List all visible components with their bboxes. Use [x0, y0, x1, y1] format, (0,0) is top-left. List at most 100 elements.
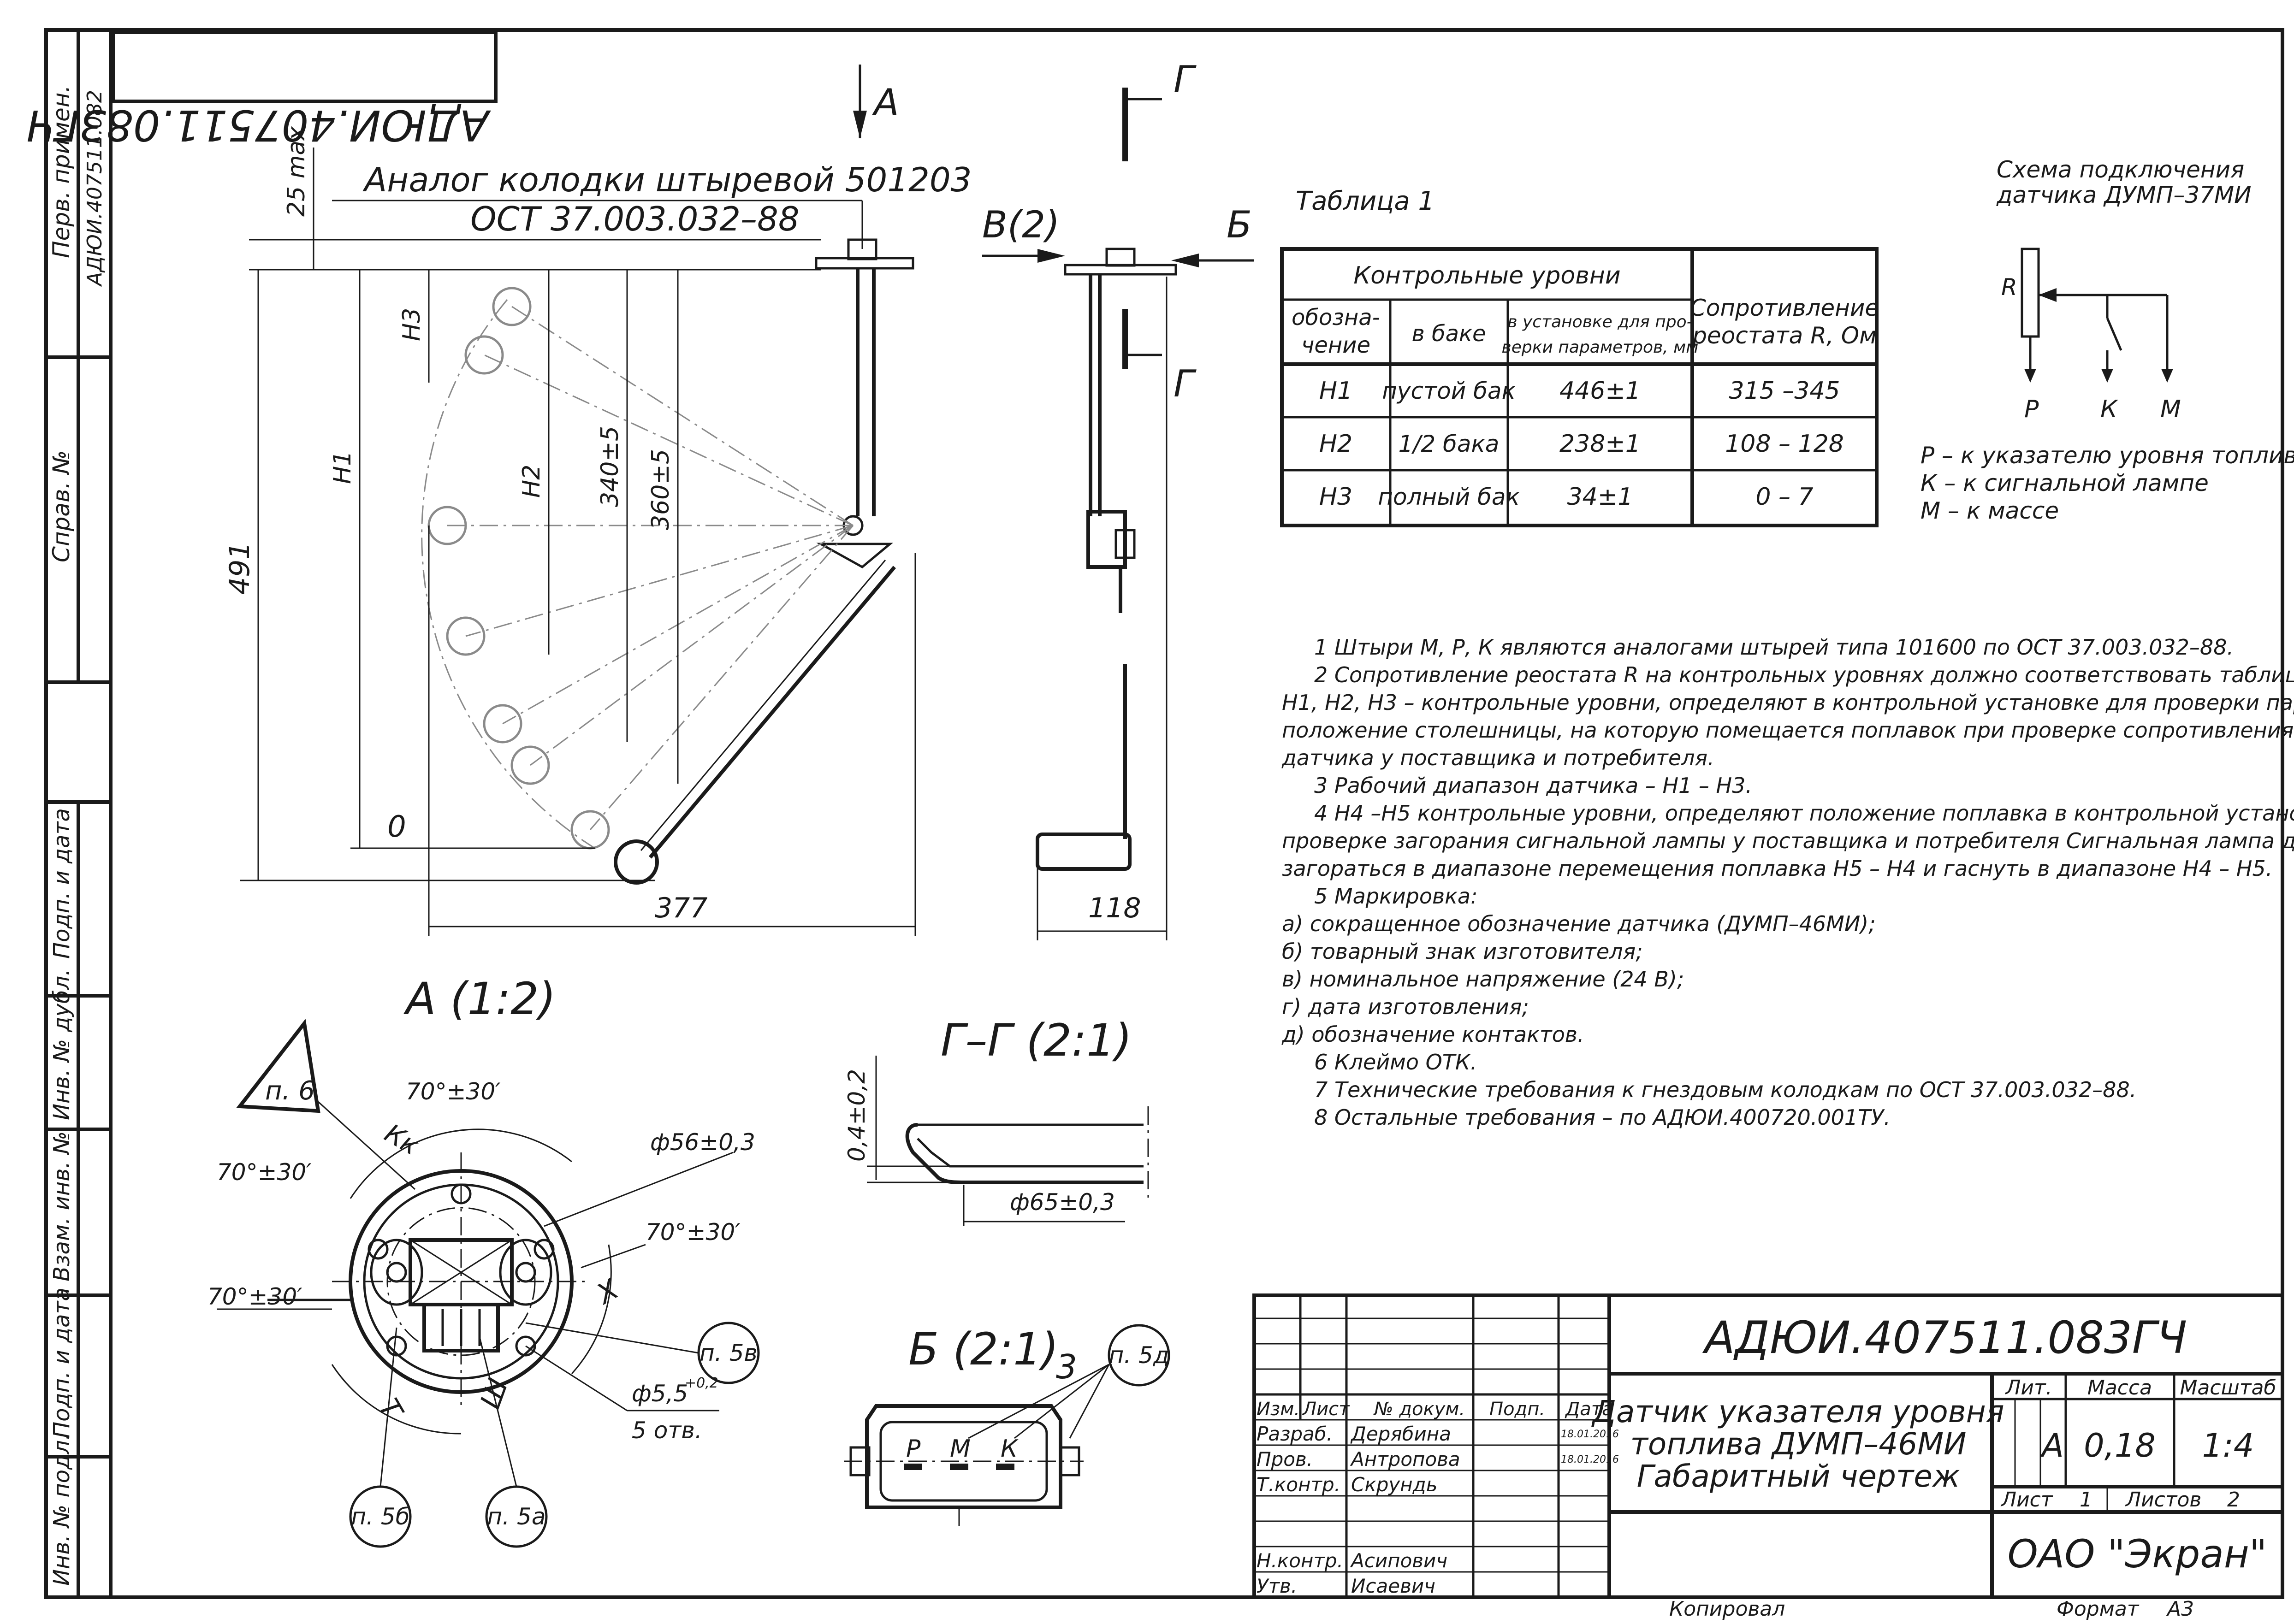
dim-377: 377: [655, 892, 708, 924]
view-b-pin-m: М: [950, 1435, 971, 1463]
note-line: 5 Маркировка:: [1314, 884, 1478, 909]
section-g-top: Г: [1174, 58, 1197, 101]
dim-340: 340±5: [596, 426, 624, 507]
note-line: 3 Рабочий диапазон датчика – Н1 – Н3.: [1314, 773, 1752, 798]
col-izm: Изм.: [1257, 1399, 1300, 1420]
mass-label: Масса: [2087, 1376, 2152, 1400]
triangle-mark: [236, 1019, 320, 1113]
scale-label: Масштаб: [2180, 1376, 2276, 1400]
connector-note-line2: ОСТ 37.003.032–88: [470, 200, 800, 238]
perv-primen-label: Перв. примен.: [48, 85, 75, 258]
note-line: проверке загорания сигнальной лампы у по…: [1282, 828, 2294, 853]
side-view: Г Г В(2) Б 118: [982, 58, 1254, 940]
view-b-callout-3: 3: [1056, 1347, 1077, 1386]
mirrored-code-box: АДЮИ.407511.083ГЧ: [26, 30, 498, 150]
sheets-label: Листов: [2125, 1488, 2201, 1512]
table-col-designation-1: обозна-: [1292, 305, 1380, 331]
note-line: д) обозначение контактов.: [1281, 1022, 1584, 1047]
mark-kk: Кк: [379, 1118, 424, 1161]
razrab-date: 18.01.2016: [1561, 1429, 1619, 1440]
callout-5v: п. 5в: [699, 1340, 758, 1366]
connection-schematic: Схема подключения датчика ДУМП–37МИ R Р …: [1921, 156, 2294, 524]
note-line: г) дата изготовления;: [1282, 994, 1529, 1019]
table-cell-designation: Н1: [1319, 377, 1352, 405]
table-row: Н2 1/2 бака 238±1 108 – 128: [1319, 430, 1844, 458]
format-value: А3: [2166, 1597, 2194, 1621]
main-view: А Аналог колодки штыревой 501203 ОСТ 37.…: [224, 65, 972, 936]
view-a-arrow-label: А: [871, 81, 899, 124]
dim-360: 360±5: [647, 449, 675, 530]
section-g-bottom: Г: [1174, 362, 1197, 405]
dim-h3: Н3: [398, 308, 426, 341]
title-name-2: топлива ДУМП–46МИ: [1630, 1426, 1966, 1462]
schematic-pin-k: К: [2100, 396, 2118, 423]
view-a-title: А (1:2): [403, 973, 556, 1025]
schematic-pin-m: М: [2160, 396, 2181, 423]
prov-name: Антропова: [1350, 1448, 1460, 1470]
table-cell-designation: Н3: [1319, 483, 1352, 511]
perv-primen-value: АДЮИ.407511.082: [83, 90, 107, 287]
holes-count: 5 отв.: [632, 1417, 702, 1444]
tkontr-name: Скрундь: [1351, 1473, 1437, 1496]
scale-value: 1:4: [2202, 1427, 2254, 1465]
connector-note-line1: Аналог колодки штыревой 501203: [362, 160, 972, 199]
razrab-name: Дерябина: [1350, 1423, 1451, 1445]
kopiroval-label: Копировал: [1669, 1597, 1785, 1621]
tkontr-label: Т.контр.: [1257, 1473, 1340, 1496]
dim-h2: Н2: [518, 465, 545, 498]
table-cell-tank: 1/2 бака: [1399, 431, 1500, 457]
side-stamp: Перв. примен. АДЮИ.407511.082 Справ. № П…: [48, 85, 107, 1586]
mark-t: Т: [372, 1394, 409, 1426]
angle-bottom-left: 70°±30′: [207, 1283, 302, 1310]
table-cell-resistance: 315 –345: [1729, 377, 1840, 405]
nkontr-name: Асипович: [1350, 1549, 1447, 1572]
view-b: Б (2:1) 3 п. 5д Р М К: [844, 1323, 1170, 1526]
company-name: ОАО "Экран": [2008, 1531, 2267, 1577]
note-line: положение столешницы, на которую помещае…: [1282, 718, 2294, 743]
note-line: б) товарный знак изготовителя;: [1282, 939, 1643, 964]
table-cell-tank: пустой бак: [1382, 378, 1516, 404]
col-data: Дата: [1565, 1399, 1613, 1420]
note-line: 4 Н4 –Н5 контрольные уровни, определяют …: [1314, 801, 2294, 826]
sheet-label: Лист: [2000, 1488, 2053, 1512]
note-line: 8 Остальные требования – по АДЮИ.400720.…: [1314, 1105, 1891, 1130]
note-line: Н1, Н2, Н3 – контрольные уровни, определ…: [1282, 690, 2294, 715]
table-cell-designation: Н2: [1319, 430, 1352, 458]
lit-label: Лит.: [2004, 1376, 2052, 1400]
title-name-3: Габаритный чертеж: [1637, 1459, 1960, 1494]
dim-h1: Н1: [329, 451, 356, 484]
title-block: АДЮИ.407511.083ГЧ Датчик указателя уровн…: [1252, 1293, 2284, 1599]
col-list: Лист: [1302, 1399, 1350, 1420]
note-line: 2 Сопротивление реостата R на контрольны…: [1314, 662, 2294, 687]
sheet-value: 1: [2080, 1488, 2092, 1512]
table-header-resistance-2: реостата R, Ом: [1692, 322, 1877, 349]
schematic-pin-p: Р: [2024, 396, 2039, 423]
levels-table: Таблица 1 Контрольные уровни Сопротивлен…: [1280, 186, 1879, 527]
note-line: загораться в диапазоне перемещения попла…: [1282, 856, 2272, 881]
note-line: 1 Штыри М, Р, К являются аналогами штыре…: [1314, 635, 2234, 660]
table-col-designation-2: чение: [1301, 332, 1370, 358]
label-zero: 0: [387, 810, 406, 844]
razrab-label: Разраб.: [1257, 1423, 1333, 1445]
view-a: А (1:2) п. 6 7: [207, 973, 760, 1548]
callout-5a: п. 5а: [487, 1503, 546, 1530]
table-cell-tank: полный бак: [1378, 484, 1519, 510]
title-name-1: Датчик указателя уровня: [1591, 1394, 2004, 1429]
schematic-legend-line: М – к массе: [1921, 497, 2059, 524]
mass-value: 0,18: [2084, 1427, 2156, 1465]
table-col-setup-1: в установке для про-: [1507, 313, 1692, 331]
table-header-levels: Контрольные уровни: [1353, 262, 1620, 289]
angle-right: 70°±30′: [646, 1219, 741, 1246]
nkontr-label: Н.контр.: [1257, 1549, 1343, 1572]
angle-left: 70°±30′: [217, 1159, 312, 1186]
angle-top: 70°±30′: [406, 1078, 501, 1105]
schematic-label-r: R: [2001, 274, 2017, 301]
table-col-tank: в баке: [1411, 321, 1486, 347]
dim-118: 118: [1088, 892, 1141, 924]
note-line: в) номинальное напряжение (24 В);: [1282, 967, 1684, 992]
table-row: Н1 пустой бак 446±1 315 –345: [1319, 377, 1840, 405]
callout-5d: п. 5д: [1109, 1342, 1169, 1369]
dim-65: ф65±0,3: [1010, 1189, 1115, 1216]
format-label: Формат: [2057, 1597, 2140, 1621]
